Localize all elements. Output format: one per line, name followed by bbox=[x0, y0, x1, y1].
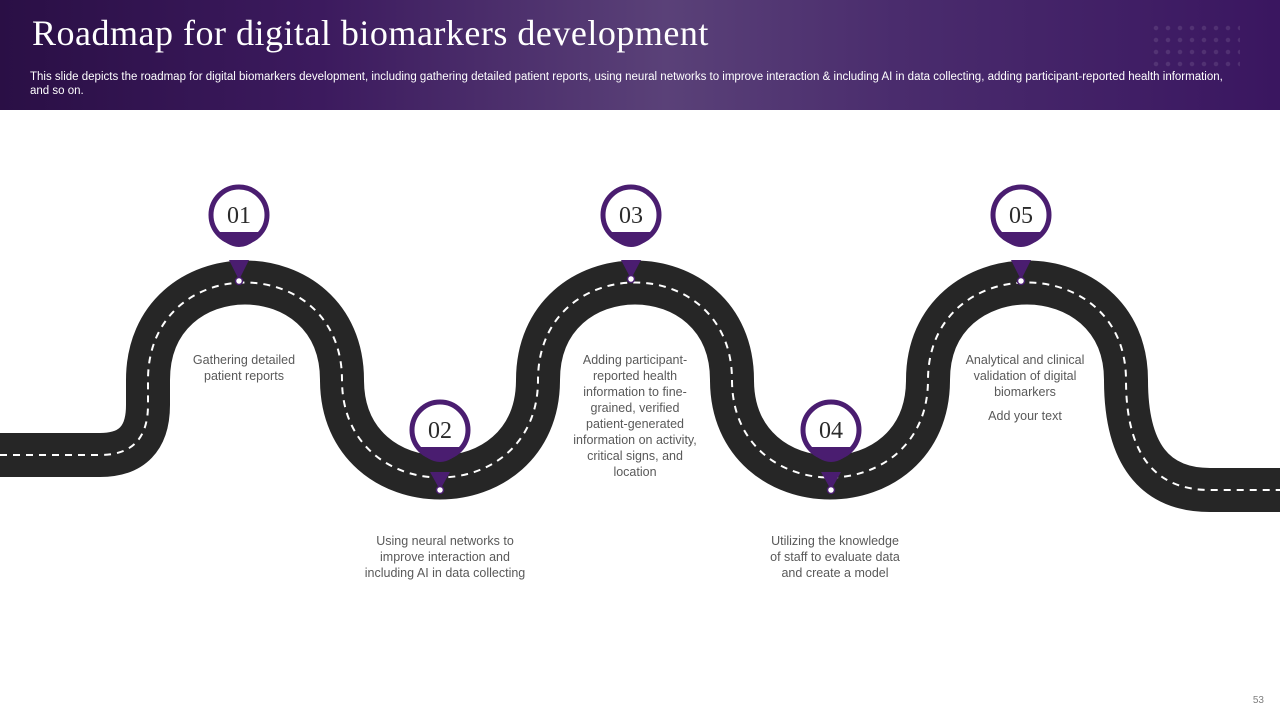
step-text-04: Utilizing the knowledge of staff to eval… bbox=[770, 534, 900, 580]
slide-subtitle: This slide depicts the roadmap for digit… bbox=[30, 71, 1223, 97]
dot-pattern-decoration bbox=[1150, 22, 1240, 72]
step-extra-text-05: Add your text bbox=[988, 409, 1062, 423]
pin-01 bbox=[208, 184, 270, 286]
step-text-03: Adding participant-reported health infor… bbox=[573, 353, 697, 479]
pin-05 bbox=[990, 184, 1052, 286]
step-number-01: 01 bbox=[227, 203, 251, 229]
pin-02 bbox=[409, 399, 471, 495]
step-number-05: 05 bbox=[1009, 203, 1033, 229]
page-number: 53 bbox=[1252, 695, 1264, 706]
pin-03 bbox=[600, 184, 662, 284]
step-number-04: 04 bbox=[819, 418, 843, 444]
pin-04 bbox=[800, 399, 862, 495]
step-text-01: Gathering detailed patient reports bbox=[192, 353, 296, 383]
step-number-03: 03 bbox=[619, 203, 643, 229]
step-number-02: 02 bbox=[428, 418, 452, 444]
step-text-02: Using neural networks to improve interac… bbox=[364, 534, 526, 580]
slide-header: Roadmap for digital biomarkers developme… bbox=[0, 0, 1280, 110]
road-surface bbox=[0, 260, 1280, 512]
slide-title: Roadmap for digital biomarkers developme… bbox=[32, 13, 709, 53]
step-text-05: Analytical and clinical validation of di… bbox=[965, 353, 1085, 399]
